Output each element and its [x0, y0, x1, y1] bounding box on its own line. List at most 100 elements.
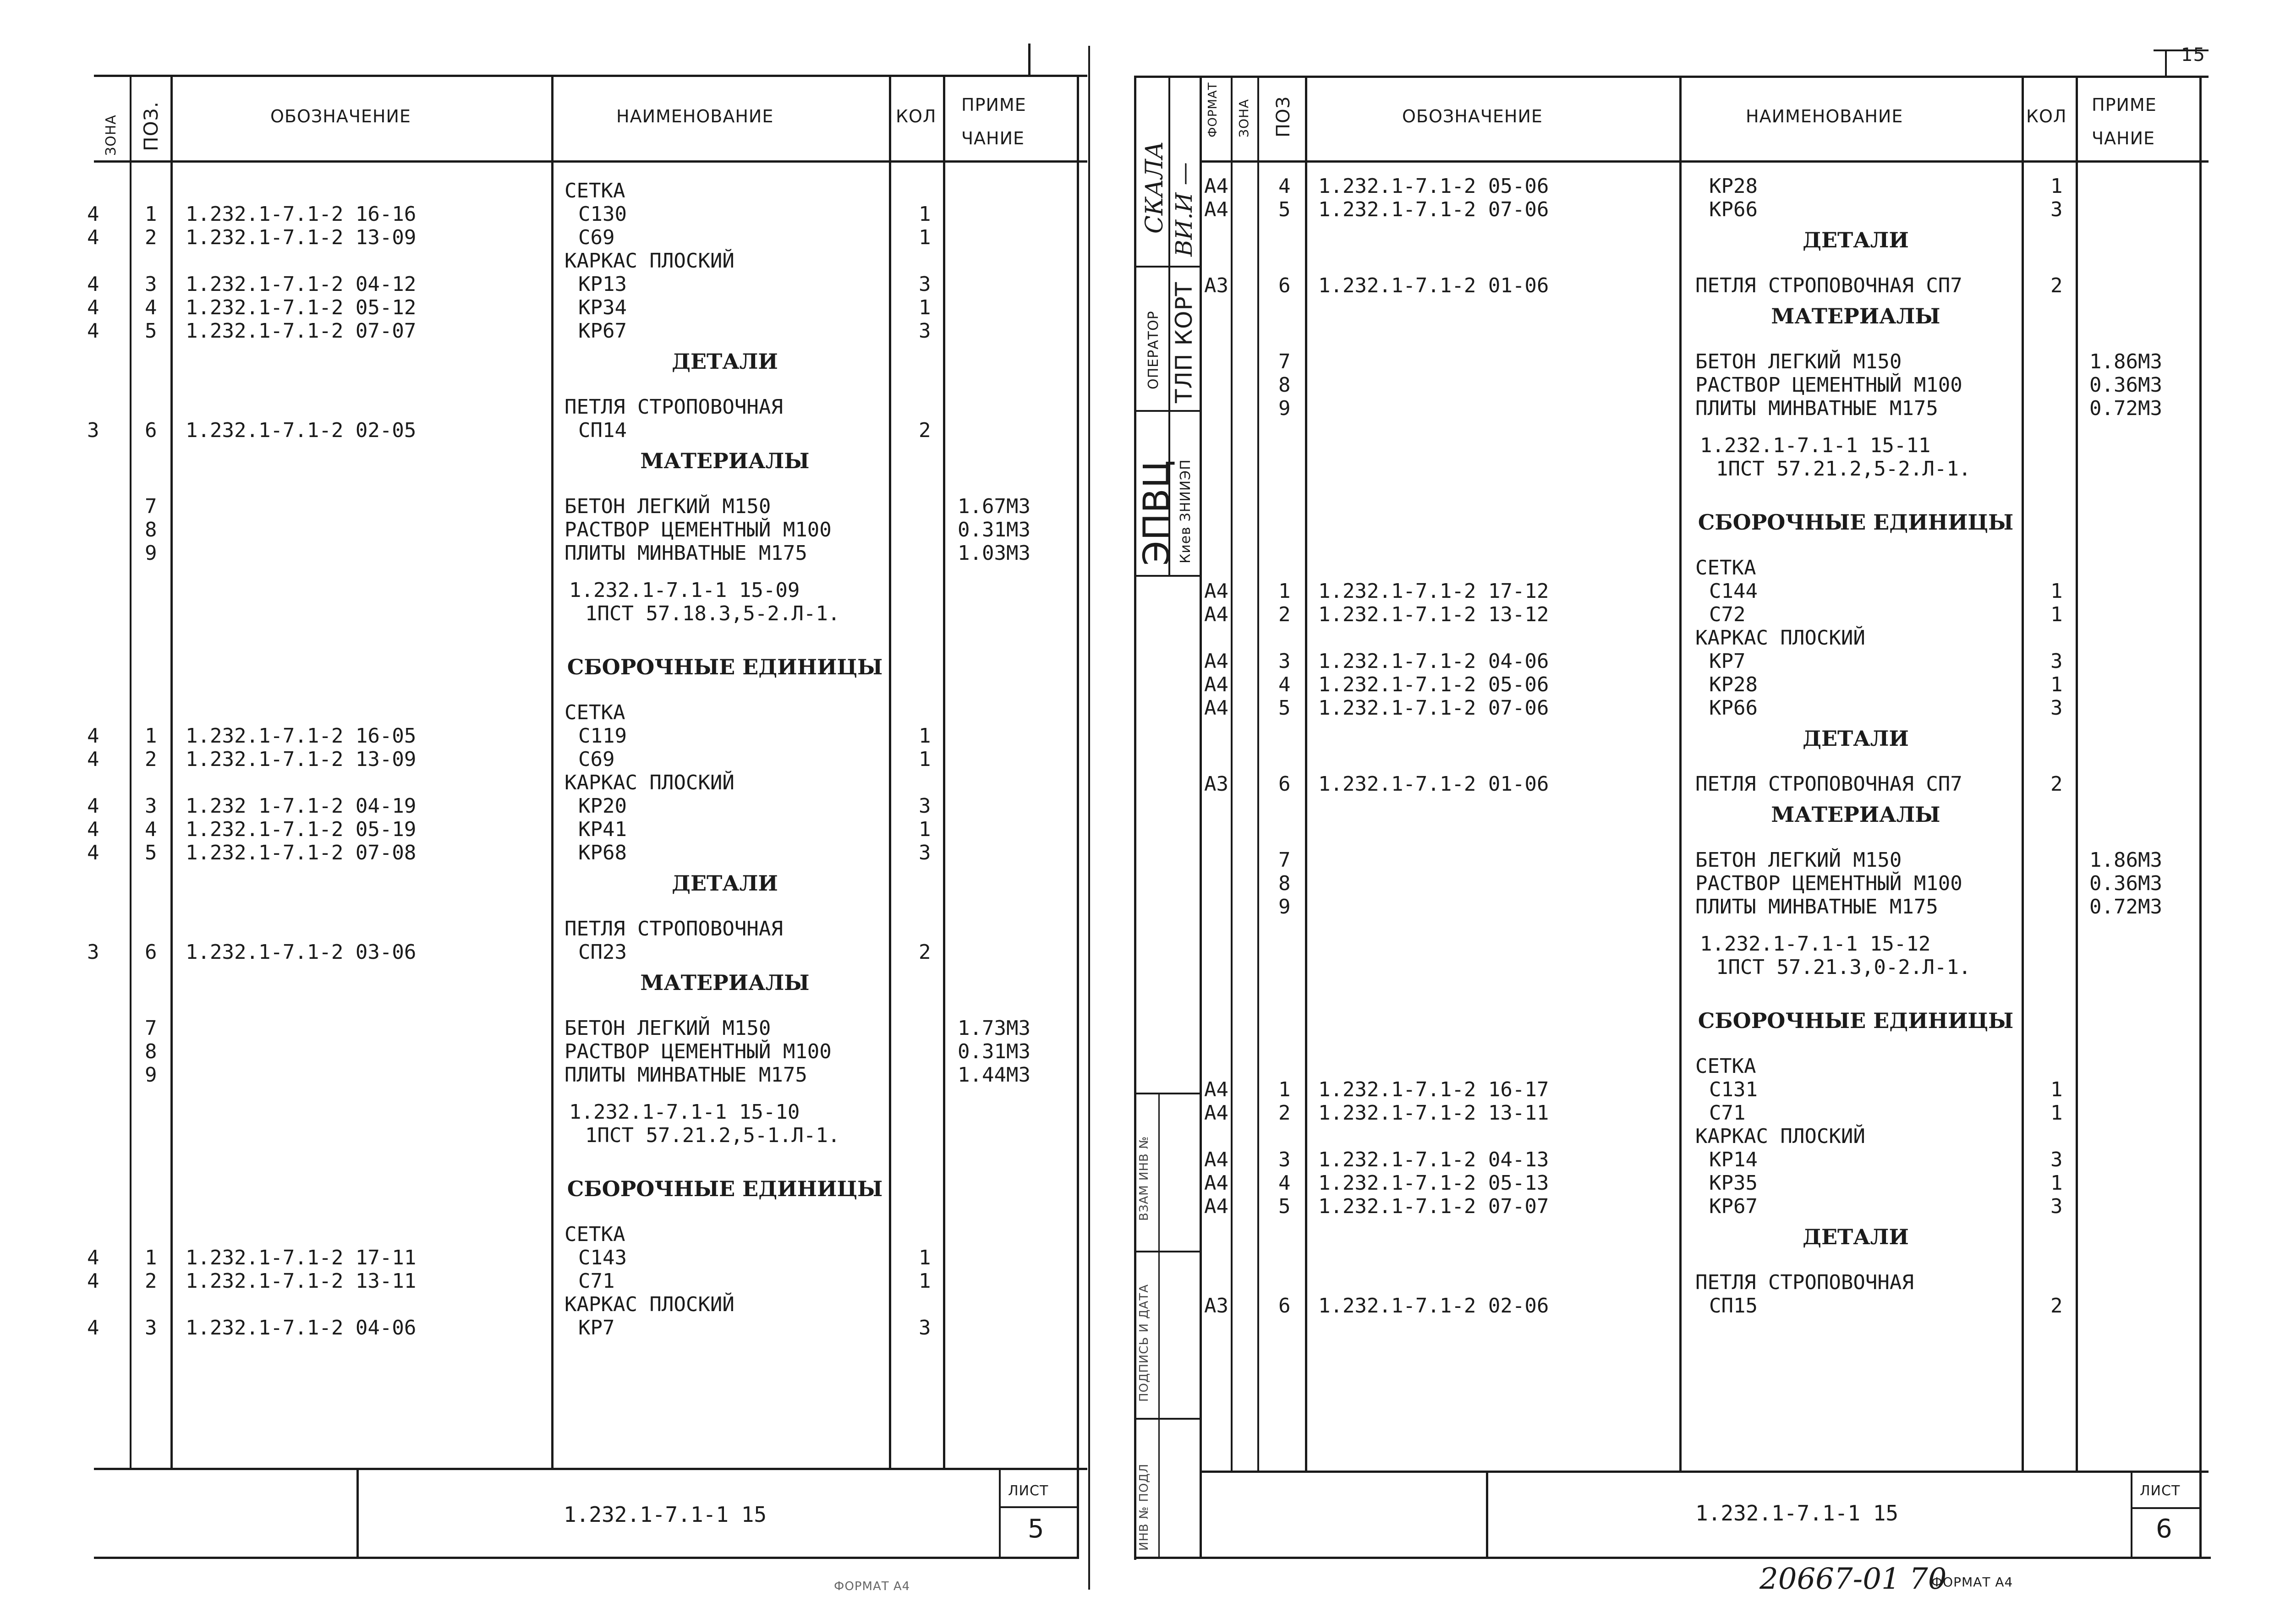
right-pos-cell: 3	[1278, 650, 1291, 673]
left-frame-bottom	[94, 1557, 1077, 1559]
right-top-corner	[2154, 49, 2209, 51]
left-pos-cell: 8	[145, 1040, 157, 1063]
left-designation-cell: 1.232.1-7.1-2 03-06	[186, 940, 417, 964]
left-designation-cell: 1.232.1-7.1-2 13-09	[186, 226, 417, 249]
right-designation-cell: 1.232.1-7.1-2 02-06	[1318, 1294, 1549, 1318]
left-qty-cell: 1	[919, 1269, 931, 1293]
right-header-zone: ЗОНА	[1236, 98, 1251, 137]
left-name-cell: СЕТКА	[565, 179, 625, 202]
left-qty-cell: 1	[919, 1246, 931, 1269]
left-pos-cell: 2	[145, 226, 157, 249]
left-pos-cell: 4	[145, 818, 157, 841]
left-name-cell: ПЕТЛЯ СТРОПОВОЧНАЯ	[565, 395, 783, 419]
left-pos-cell: 3	[145, 794, 157, 818]
right-header-format: ФОРМАТ	[1206, 82, 1220, 137]
right-designation-cell: 1.232.1-7.1-2 17-12	[1318, 580, 1549, 603]
left-name-cell: КАРКАС ПЛОСКИЙ	[565, 1293, 734, 1316]
left-footer-sheet-no: 5	[1028, 1514, 1045, 1544]
right-designation-cell: 1.232.1-7.1-2 13-11	[1318, 1101, 1549, 1125]
left-qty-cell: 3	[919, 273, 931, 296]
left-zone-cell: 3	[87, 940, 99, 964]
right-frame-header-bottom	[1200, 160, 2209, 163]
left-designation-cell: 1.232 1-7.1-2 04-19	[186, 794, 417, 818]
left-note-cell: 0.31М3	[958, 518, 1030, 541]
stamp-sep-3	[1134, 575, 1200, 577]
right-section-heading: ДЕТАЛИ	[1803, 726, 1909, 751]
right-name-cell: ПЕТЛЯ СТРОПОВОЧНАЯ	[1695, 1271, 1914, 1294]
left-qty-cell: 2	[919, 940, 931, 964]
left-col-sep-pos	[170, 75, 173, 1469]
left-name-cell: БЕТОН ЛЕГКИЙ М150	[565, 495, 771, 518]
right-format-cell: А4	[1204, 650, 1228, 673]
right-qty-cell: 1	[2050, 603, 2063, 626]
left-pos-cell: 1	[145, 724, 157, 748]
left-top-tick	[1028, 44, 1030, 77]
left-designation-cell: 1.232.1-7.1-2 16-05	[186, 724, 417, 748]
right-corner-mark: 15	[2181, 44, 2205, 66]
left-qty-cell: 1	[919, 748, 931, 771]
right-qty-cell: 3	[2050, 1195, 2063, 1218]
left-sheet-box-left	[999, 1468, 1001, 1558]
right-format-cell: А4	[1204, 696, 1228, 720]
right-col-sep-zone	[1257, 76, 1259, 1471]
left-sheet-box-mid	[999, 1506, 1077, 1508]
left-name-cell: КР20	[578, 794, 627, 818]
right-format-cell: А4	[1204, 1078, 1228, 1101]
right-format-cell: А4	[1204, 1101, 1228, 1125]
right-qty-cell: 1	[2050, 1078, 2063, 1101]
left-pos-cell: 9	[145, 541, 157, 565]
right-qty-cell: 2	[2050, 1294, 2063, 1318]
right-designation-cell: 1.232.1-7.1-2 04-13	[1318, 1148, 1549, 1171]
right-name-cell: БЕТОН ЛЕГКИЙ М150	[1695, 350, 1902, 373]
right-frame-bottom	[1134, 1557, 2211, 1559]
right-name-cell: СП15	[1709, 1294, 1758, 1318]
left-name-cell: ПЛИТЫ МИНВАТНЫЕ М175	[565, 1063, 807, 1087]
right-qty-cell: 3	[2050, 1148, 2063, 1171]
right-pos-cell: 4	[1278, 1171, 1291, 1195]
left-name-cell: КР67	[578, 319, 627, 343]
left-zone-cell: 4	[87, 1269, 99, 1293]
right-name-cell: ПЕТЛЯ СТРОПОВОЧНАЯ СП7	[1695, 772, 1962, 796]
left-name-cell: КАРКАС ПЛОСКИЙ	[565, 771, 734, 794]
right-format-cell: А3	[1204, 274, 1228, 297]
left-designation-cell: 1.232.1-7.1-2 17-11	[186, 1246, 417, 1269]
left-note-cell: 1.67М3	[958, 495, 1030, 518]
left-name-cell: С119	[578, 724, 627, 748]
left-zone-cell: 4	[87, 1246, 99, 1269]
left-name-cell: С130	[578, 202, 627, 226]
left-frame-footer-top	[94, 1468, 1087, 1470]
right-name-cell: С131	[1709, 1078, 1758, 1101]
left-zone-cell: 4	[87, 794, 99, 818]
right-pos-cell: 5	[1278, 198, 1291, 221]
left-frame-header-bottom	[94, 160, 1087, 163]
right-name-cell: КР28	[1709, 175, 1758, 198]
left-name-cell: С71	[578, 1269, 615, 1293]
left-designation-cell: 1.232.1-7.1-2 07-07	[186, 319, 417, 343]
left-name-cell: КР41	[578, 818, 627, 841]
right-designation-cell: 1.232.1-7.1-2 07-06	[1318, 696, 1549, 720]
left-qty-cell: 1	[919, 818, 931, 841]
right-designation-cell: 1.232.1-7.1-2 05-06	[1318, 175, 1549, 198]
left-pos-cell: 5	[145, 841, 157, 864]
right-name-cell: КР67	[1709, 1195, 1758, 1218]
right-name-cell: КР35	[1709, 1171, 1758, 1195]
right-header-note2: ЧАНИЕ	[2092, 128, 2155, 148]
right-note-cell: 0.72М3	[2089, 895, 2162, 919]
right-designation-cell: 1.232.1-7.1-2 16-17	[1318, 1078, 1549, 1101]
left-designation-cell: 1.232.1-7.1-2 02-05	[186, 419, 417, 442]
right-name-cell: С71	[1709, 1101, 1746, 1125]
right-designation-cell: 1.232.1-7.1-2 05-06	[1318, 673, 1549, 696]
right-format-cell: А3	[1204, 1294, 1228, 1318]
left-qty-cell: 3	[919, 841, 931, 864]
left-pos-cell: 1	[145, 202, 157, 226]
right-pos-cell: 5	[1278, 1195, 1291, 1218]
right-note-cell: 0.72М3	[2089, 397, 2162, 420]
right-top-tick	[2165, 49, 2167, 77]
right-format-cell: А4	[1204, 1148, 1228, 1171]
right-qty-cell: 1	[2050, 175, 2063, 198]
right-qty-cell: 3	[2050, 198, 2063, 221]
right-header-pos: ПОЗ	[1273, 96, 1294, 137]
left-name-cell: С69	[578, 226, 615, 249]
right-qty-cell: 2	[2050, 772, 2063, 796]
right-format-cell: А4	[1204, 1195, 1228, 1218]
